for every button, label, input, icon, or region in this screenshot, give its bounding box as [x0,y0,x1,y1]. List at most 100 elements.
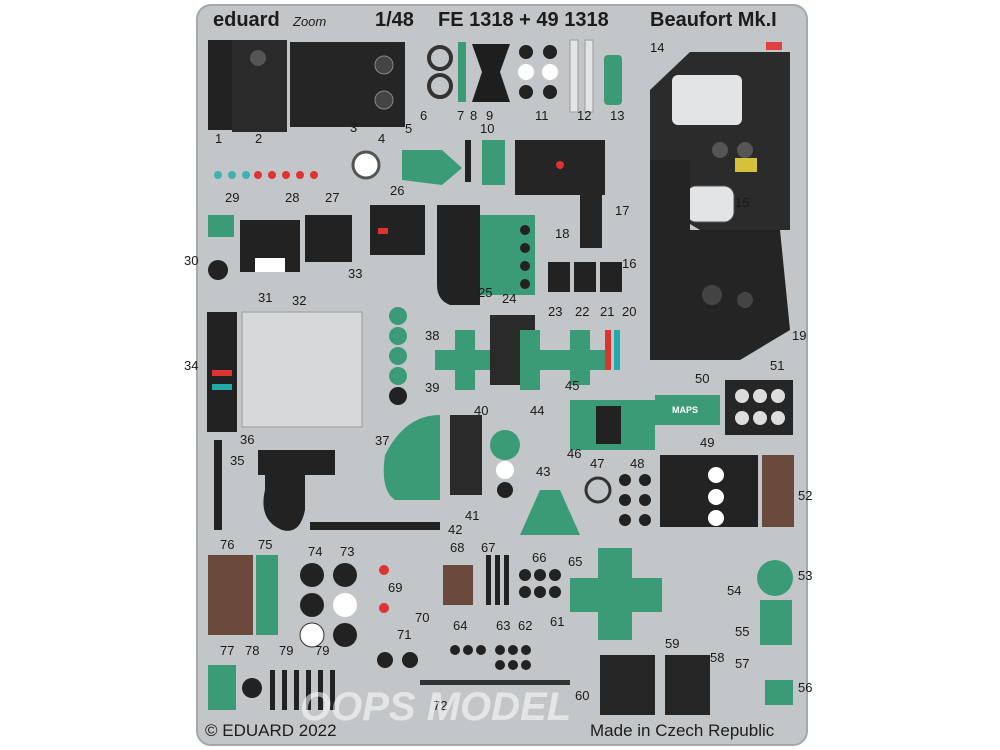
part-number-1: 1 [215,131,222,146]
part-number-75: 75 [258,537,272,552]
part-number-20: 20 [622,304,636,319]
part-number-67: 67 [481,540,495,555]
part-number-36: 36 [240,432,254,447]
part-4 [351,150,381,180]
part-number-9: 9 [486,108,493,123]
part-number-34: 34 [184,358,198,373]
part-3-gauge-a [374,55,394,75]
part-number-38: 38 [425,328,439,343]
part-number-4: 4 [378,131,385,146]
part-11f [543,85,557,99]
part-number-18: 18 [555,226,569,241]
part-32 [241,311,363,428]
part-38 [389,307,407,405]
part-12a [569,39,579,113]
part-67 [486,555,509,605]
part-57 [665,655,710,715]
part-19-gauge-b [737,292,753,308]
part-49-gauge-c [708,510,724,526]
part-1 [208,40,236,130]
part-number-15: 15 [735,195,749,210]
part-71b [402,652,418,668]
part-6a [427,45,453,71]
part-number-11: 11 [535,108,549,123]
part-number-49: 49 [700,435,714,450]
part-number-63: 63 [496,618,510,633]
part-number-65: 65 [568,554,582,569]
part-number-14: 14 [650,40,664,55]
part-30 [208,260,228,280]
part-number-57: 57 [735,656,749,671]
part-number-79: 79 [279,643,293,658]
part-71a [377,652,393,668]
part-14-gauge-b [737,142,753,158]
part-12b [584,39,594,113]
part-number-21: 21 [600,304,614,319]
part-number-55: 55 [735,624,749,639]
part-40-gauge-b [497,482,513,498]
part-75 [256,555,278,635]
part-number-44: 44 [530,403,544,418]
part-number-8: 8 [470,108,477,123]
part-76 [208,555,253,635]
part-number-35: 35 [230,453,244,468]
part-number-22: 22 [575,304,589,319]
part-number-30: 30 [184,253,198,268]
part-number-52: 52 [798,488,812,503]
part-31-plate [255,258,285,272]
part-26-red [378,228,388,234]
part-20 [614,330,620,370]
part-number-71: 71 [397,627,411,642]
part-number-29: 29 [225,190,239,205]
scale-label: 1/48 [375,9,414,31]
part-number-32: 32 [292,293,306,308]
part-number-54: 54 [727,583,741,598]
part-65 [570,548,662,640]
part-36 [258,450,335,531]
part-21 [605,330,611,370]
brand-logo: eduard [213,9,280,31]
model-name: Beaufort Mk.I [650,9,777,31]
part-43 [520,490,580,535]
part-number-66: 66 [532,550,546,565]
part-33 [305,215,352,262]
part-number-40: 40 [474,403,488,418]
part-number-10: 10 [480,121,494,136]
part-number-78: 78 [245,643,259,658]
part-number-13: 13 [610,108,624,123]
part-30-base [208,215,234,237]
part-69-red [379,565,389,575]
part-number-2: 2 [255,131,262,146]
part-45 [555,330,610,385]
subbrand-logo: Zoom [292,14,326,29]
part-number-3: 3 [350,120,357,135]
part-10 [482,140,505,185]
part-8 [465,140,471,182]
part-number-7: 7 [457,108,464,123]
part-42 [310,522,440,530]
part-number-19: 19 [792,328,806,343]
part-number-62: 62 [518,618,532,633]
maps-label: MAPS [672,405,698,415]
part-72 [420,680,570,685]
part-number-77: 77 [220,643,234,658]
origin-text: Made in Czech Republic [590,721,775,740]
part-3-gauge-b [374,90,394,110]
part-number-47: 47 [590,456,604,471]
part-26 [370,205,425,255]
part-number-23: 23 [548,304,562,319]
part-number-39: 39 [425,380,439,395]
part-34-red [212,370,232,376]
part-number-43: 43 [536,464,550,479]
part-68 [443,565,473,605]
part-51-gauges [735,389,785,425]
part-17 [515,140,605,248]
part-number-74: 74 [308,544,322,559]
part-50 [655,395,720,425]
part-40 [490,430,520,460]
part-11e [519,85,533,99]
product-code: FE 1318 + 49 1318 [438,9,609,31]
part-number-51: 51 [770,358,784,373]
part-number-37: 37 [375,433,389,448]
